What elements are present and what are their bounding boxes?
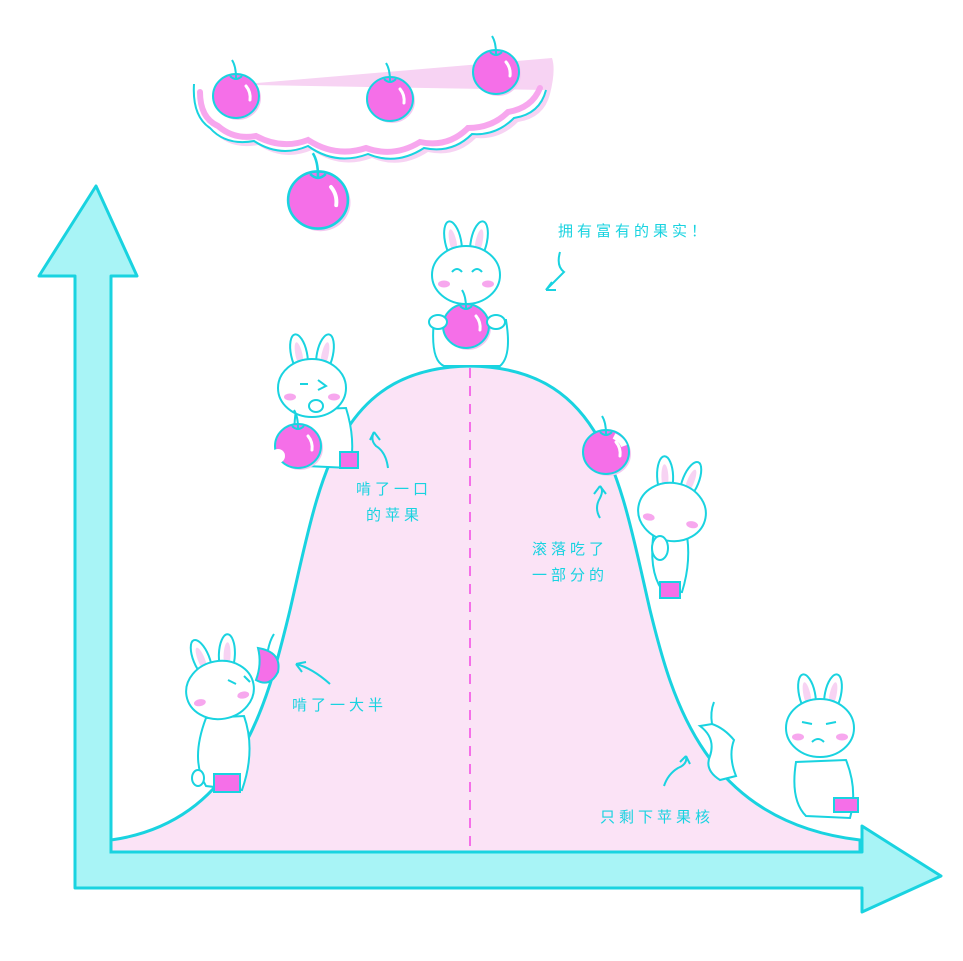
bunny-icon (271, 331, 359, 472)
caption-left-upper-2: 的苹果 (366, 506, 423, 524)
bunny-icon (175, 628, 280, 793)
caption-left-upper-1: 啃了一口 (356, 480, 432, 498)
caption-right-upper-1: 滚落吃了 (532, 540, 608, 558)
apple-icon (471, 34, 523, 98)
curved-arrow-icon (295, 251, 691, 787)
apple-icon (211, 58, 263, 122)
caption-left-lower: 啃了一大半 (292, 696, 387, 714)
bunny-icon (428, 218, 509, 367)
bell-curve (109, 364, 862, 854)
apple-icon (286, 151, 353, 234)
bunny-icon (632, 450, 717, 599)
caption-right-upper-2: 一部分的 (532, 566, 608, 584)
bunny-icon (785, 671, 859, 820)
apple-core-icon (697, 701, 738, 782)
caption-top: 拥有富有的果实！ (558, 222, 710, 240)
caption-right-lower: 只剩下苹果核 (600, 808, 714, 826)
